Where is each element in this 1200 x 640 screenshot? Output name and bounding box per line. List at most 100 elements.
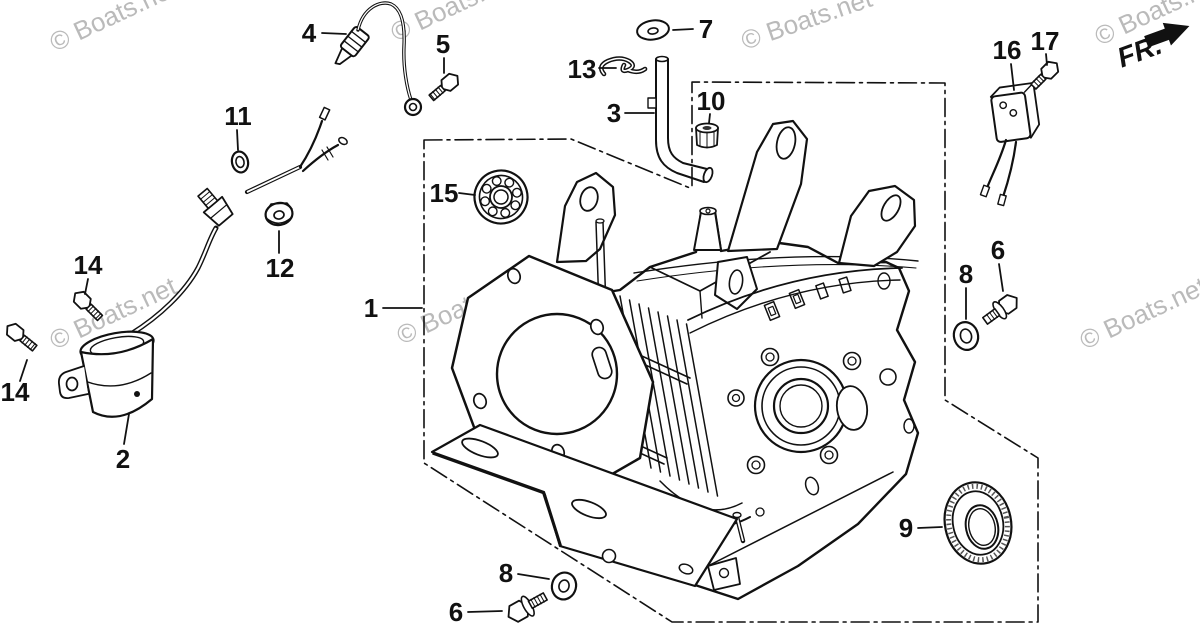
- bracket-slot: [775, 126, 797, 160]
- stud-hole: [705, 208, 711, 214]
- unit-ear-hole: [65, 376, 79, 392]
- callout-3-label[interactable]: 3: [607, 98, 621, 128]
- part-3-breather-tube: [647, 55, 714, 184]
- leader-line: [123, 413, 130, 445]
- callout-6-right[interactable]: 6: [991, 235, 1005, 292]
- callout-9[interactable]: 9: [899, 513, 943, 543]
- crank-bore: [753, 358, 849, 454]
- callout-16-label[interactable]: 16: [993, 35, 1022, 65]
- callout-1-label[interactable]: 1: [364, 293, 378, 323]
- part-6-bolt-right: [982, 294, 1018, 325]
- case-bottom-edge: [699, 471, 894, 571]
- callout-10-label[interactable]: 10: [697, 86, 726, 116]
- base-hole: [678, 563, 694, 575]
- right-bracket-arm: [837, 184, 917, 268]
- part-17-bolt: [1030, 60, 1060, 90]
- callout-12-label[interactable]: 12: [266, 253, 295, 283]
- callout-6-label[interactable]: 6: [449, 597, 463, 627]
- deck-slot: [591, 346, 613, 380]
- callout-12[interactable]: 12: [266, 230, 295, 283]
- leader-line: [84, 278, 89, 295]
- sensor-wire: [301, 143, 340, 173]
- part-8-washer-bottom: [550, 571, 578, 601]
- band-arc: [689, 279, 901, 334]
- callout-14-label[interactable]: 14: [74, 250, 103, 280]
- callout-7[interactable]: 7: [672, 14, 713, 44]
- part-5-bolt: [428, 72, 459, 102]
- deck-hole: [589, 318, 605, 336]
- callout-9-label[interactable]: 9: [899, 513, 913, 543]
- dowel-pin-highlight: [736, 516, 744, 542]
- leader-line: [321, 32, 347, 35]
- callout-11[interactable]: 11: [224, 101, 252, 151]
- unit-screw: [134, 391, 140, 397]
- callout-15-label[interactable]: 15: [430, 178, 459, 208]
- wire-eyelet: [403, 97, 423, 117]
- part-8-washer-right: [952, 321, 980, 351]
- callout-4[interactable]: 4: [302, 18, 347, 48]
- base-slot: [461, 437, 499, 459]
- callout-5-label[interactable]: 5: [436, 29, 450, 59]
- callout-2[interactable]: 2: [116, 413, 130, 474]
- callout-3[interactable]: 3: [607, 98, 655, 128]
- part-4-terminal-plug: [334, 1, 423, 117]
- watermark-text: © Boats.net: [386, 0, 523, 47]
- watermark-text: © Boats.net: [45, 0, 182, 57]
- band-arc: [687, 267, 903, 321]
- reed-windows: [763, 276, 852, 322]
- case-hole: [804, 476, 820, 496]
- callout-1[interactable]: 1: [364, 293, 423, 323]
- callout-8-bottom[interactable]: 8: [499, 558, 550, 588]
- leader-line: [458, 192, 476, 196]
- callout-6-bottom[interactable]: 6: [449, 597, 503, 627]
- bolt-bosses: [727, 272, 915, 475]
- callout-15[interactable]: 15: [430, 178, 476, 208]
- callout-17-label[interactable]: 17: [1031, 26, 1060, 56]
- callout-17[interactable]: 17: [1031, 26, 1060, 66]
- callout-10[interactable]: 10: [697, 86, 726, 124]
- part-14-bolt-lower: [6, 322, 38, 352]
- base-hole: [601, 548, 617, 564]
- deck-hole: [472, 392, 488, 410]
- callout-8-label[interactable]: 8: [499, 558, 513, 588]
- callout-5[interactable]: 5: [436, 29, 450, 74]
- leader-line: [467, 610, 503, 613]
- shroud-edge-line: [636, 264, 917, 282]
- callout-7-label[interactable]: 7: [699, 14, 713, 44]
- callout-11-label[interactable]: 11: [224, 101, 252, 131]
- callout-14-upper[interactable]: 14: [74, 250, 103, 295]
- callout-2-label[interactable]: 2: [116, 444, 130, 474]
- engine-base: [430, 423, 741, 591]
- part-7-washer: [636, 19, 670, 41]
- part-16-ignition-module: [979, 81, 1041, 207]
- deck-hole: [506, 267, 522, 285]
- leader-line: [998, 263, 1004, 292]
- case-hole: [755, 507, 765, 517]
- watermark-text: © Boats.net: [1075, 270, 1200, 355]
- part-10-grommet: [695, 122, 719, 149]
- pin-top: [732, 511, 742, 519]
- base-lug-hole: [718, 567, 730, 579]
- callout-8-right[interactable]: 8: [959, 259, 973, 320]
- leader-line: [1010, 63, 1015, 91]
- callout-13-label[interactable]: 13: [568, 54, 597, 84]
- leader-line: [917, 526, 943, 529]
- callout-4-label[interactable]: 4: [302, 18, 317, 48]
- part-15-ball-bearing: [473, 169, 529, 225]
- lug-slot: [728, 269, 744, 295]
- callout-6-label[interactable]: 6: [991, 235, 1005, 265]
- callout-14-label[interactable]: 14: [1, 377, 30, 407]
- callout-13[interactable]: 13: [568, 54, 617, 84]
- callout-14-lower[interactable]: 14: [1, 359, 30, 407]
- callout-16[interactable]: 16: [993, 35, 1022, 91]
- leader-line: [672, 28, 694, 31]
- leader-line: [236, 129, 239, 151]
- part-6-bolt-bottom: [507, 592, 548, 623]
- leader-line: [517, 573, 550, 580]
- plug-wire: [356, 1, 413, 102]
- base-lug: [707, 557, 741, 591]
- callouts: 1 2 3 4 5 6 6 7: [1, 14, 1060, 627]
- leader-line: [708, 113, 711, 124]
- callout-8-label[interactable]: 8: [959, 259, 973, 289]
